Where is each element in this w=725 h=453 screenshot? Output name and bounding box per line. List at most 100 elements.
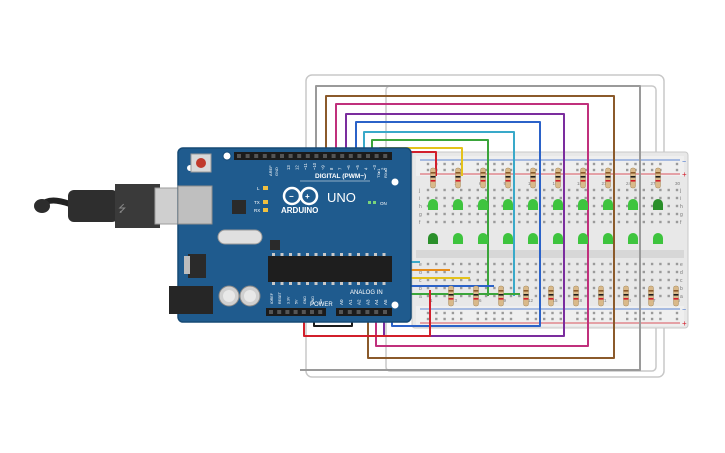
rail-hole	[659, 162, 662, 166]
column-number: 24	[626, 298, 632, 303]
l-led	[263, 186, 268, 190]
rail-hole	[551, 162, 554, 166]
rail-hole	[493, 168, 496, 172]
breadboard-hole	[584, 270, 587, 274]
resistor-band	[505, 176, 511, 178]
header-pin	[340, 154, 345, 158]
breadboard-hole	[576, 270, 579, 274]
breadboard-hole	[460, 294, 463, 298]
breadboard-hole	[584, 294, 587, 298]
rail-hole	[650, 311, 654, 315]
breadboard-hole	[484, 286, 488, 290]
breadboard-hole	[543, 212, 546, 216]
breadboard-hole	[592, 196, 596, 200]
rail-hole	[484, 168, 488, 172]
chip-pin	[340, 282, 343, 285]
row-letter: c	[419, 278, 422, 284]
mounting-hole	[391, 178, 399, 186]
breadboard-hole	[584, 196, 587, 200]
breadboard-hole	[476, 196, 479, 200]
resistor-band	[573, 298, 579, 300]
resistor	[623, 285, 629, 307]
header-pin	[366, 154, 370, 158]
resistor-band	[505, 180, 511, 182]
rail-hole	[476, 317, 479, 321]
power-jack	[169, 286, 213, 314]
resistor-band	[480, 176, 486, 178]
mounting-hole	[391, 301, 399, 309]
rail-hole	[675, 168, 679, 172]
header-pin	[357, 154, 362, 158]
rail-hole	[650, 162, 654, 166]
header-pin	[305, 154, 310, 158]
led-body	[453, 204, 463, 210]
breadboard-hole	[443, 270, 446, 274]
breadboard-hole	[426, 262, 430, 266]
header-pin	[288, 154, 293, 158]
chip-pins	[272, 253, 386, 285]
rail-hole	[435, 317, 438, 321]
breadboard-hole	[476, 262, 479, 266]
resistor-band	[523, 290, 529, 292]
breadboard-hole	[601, 212, 604, 216]
resistor-band	[605, 176, 611, 178]
digital-pin-label: ~10	[312, 162, 317, 170]
rail-hole	[426, 317, 430, 321]
digital-pin-label: 12	[295, 165, 300, 170]
rail-hole	[576, 162, 579, 166]
chip-pin	[297, 282, 301, 285]
breadboard-hole	[601, 204, 604, 208]
breadboard-hole	[642, 270, 645, 274]
breadboard-hole	[509, 212, 513, 216]
header-pin	[269, 310, 273, 314]
rail-hole	[626, 311, 629, 315]
column-number: 15	[553, 298, 559, 303]
resistor-band	[580, 176, 586, 178]
reset-button-cap[interactable]	[196, 158, 206, 168]
breadboard-hole	[476, 270, 479, 274]
rail-hole	[642, 317, 645, 321]
led-body	[503, 238, 513, 244]
header-pin	[383, 310, 387, 314]
rail-hole	[476, 168, 479, 172]
breadboard-hole	[518, 262, 521, 266]
resistor-band	[480, 180, 486, 182]
usb-cable-end	[34, 199, 50, 213]
breadboard-hole	[601, 196, 604, 200]
rail-hole	[559, 311, 562, 315]
breadboard-hole	[576, 262, 579, 266]
l-label: L	[257, 186, 260, 191]
breadboard-hole	[501, 262, 504, 266]
led-body	[628, 204, 638, 210]
breadboard-hole	[443, 188, 446, 192]
resistor-band	[648, 294, 654, 296]
breadboard-hole	[543, 188, 546, 192]
breadboard-hole	[493, 204, 496, 208]
breadboard-hole	[518, 270, 521, 274]
analog-pin-label: A0	[339, 299, 344, 305]
rail-hole	[484, 162, 488, 166]
led-body	[653, 238, 663, 244]
breadboard-hole	[659, 196, 662, 200]
breadboard-hole	[642, 286, 645, 290]
rail-hole	[601, 168, 604, 172]
rail-hole	[534, 311, 538, 315]
atmega-chip	[268, 256, 392, 282]
resistor	[655, 167, 661, 189]
breadboard-hole	[451, 220, 455, 224]
rail-hole	[650, 317, 654, 321]
row-letter: f	[680, 220, 682, 226]
breadboard-hole	[576, 196, 579, 200]
breadboard-hole	[609, 262, 612, 266]
breadboard-hole	[543, 220, 546, 224]
rail-hole	[534, 317, 538, 321]
arduino-logo: − +	[282, 186, 319, 206]
rail-hole	[509, 311, 513, 315]
breadboard-hole	[659, 220, 662, 224]
breadboard-hole	[460, 286, 463, 290]
chip-pin	[365, 253, 369, 256]
breadboard-hole	[543, 196, 546, 200]
breadboard-hole	[617, 196, 621, 200]
breadboard-hole	[543, 278, 546, 282]
breadboard-hole	[592, 294, 596, 298]
